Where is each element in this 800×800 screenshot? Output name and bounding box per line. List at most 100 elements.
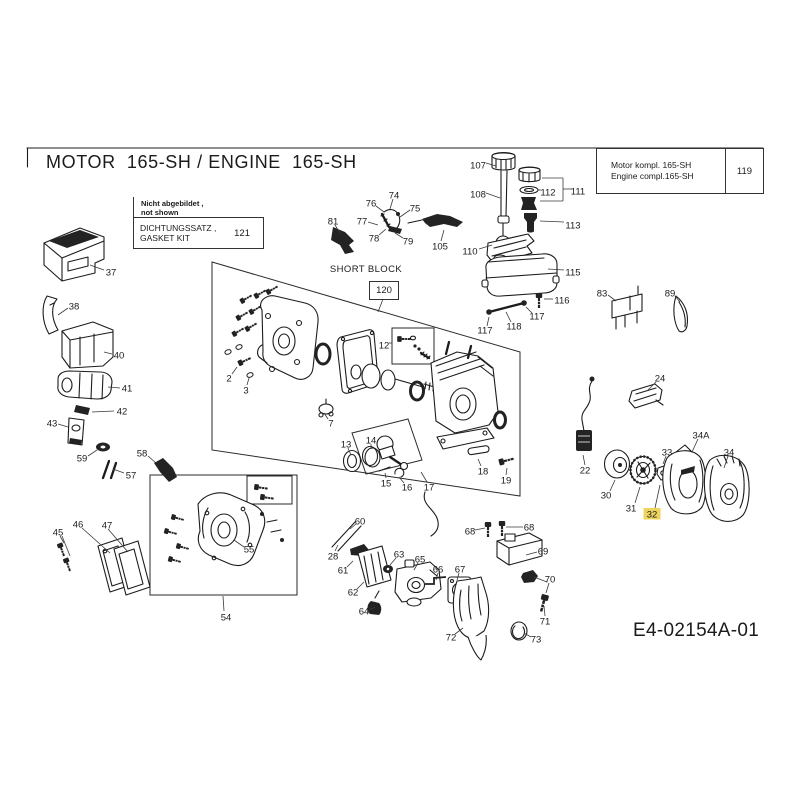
callout-7[interactable]: 7 bbox=[328, 419, 333, 430]
callout-77[interactable]: 77 bbox=[357, 217, 368, 228]
sketch-bolt-2 bbox=[236, 354, 253, 368]
callout-41[interactable]: 41 bbox=[122, 384, 133, 395]
sketch-governor-lever-74-79 bbox=[380, 209, 402, 234]
callout-105[interactable]: 105 bbox=[432, 242, 448, 253]
callout-34[interactable]: 34 bbox=[724, 448, 735, 459]
callout-14[interactable]: 14 bbox=[366, 436, 377, 447]
leader-line-31 bbox=[634, 486, 641, 504]
leader-line-115 bbox=[547, 268, 565, 271]
callout-17[interactable]: 17 bbox=[424, 483, 435, 494]
callout-42[interactable]: 42 bbox=[117, 407, 128, 418]
callout-3[interactable]: 3 bbox=[243, 386, 248, 397]
callout-46[interactable]: 46 bbox=[73, 520, 84, 531]
callout-28[interactable]: 28 bbox=[328, 552, 339, 563]
callout-115[interactable]: 115 bbox=[565, 268, 580, 279]
callout-24[interactable]: 24 bbox=[655, 374, 666, 385]
callout-117[interactable]: 117 bbox=[477, 326, 492, 337]
callout-79[interactable]: 79 bbox=[403, 237, 414, 248]
callout-75[interactable]: 75 bbox=[410, 204, 421, 215]
leader-line-32 bbox=[654, 484, 661, 509]
callout-33[interactable]: 33 bbox=[662, 448, 673, 459]
page-title: MOTOR 165-SH / ENGINE 165-SH bbox=[46, 152, 357, 172]
callout-40[interactable]: 40 bbox=[114, 351, 125, 362]
callout-111[interactable]: 111 bbox=[571, 187, 585, 198]
sketch-cover-40 bbox=[61, 321, 114, 369]
callout-60[interactable]: 60 bbox=[355, 517, 366, 528]
leader-line-42 bbox=[91, 410, 115, 413]
leader-line-30 bbox=[609, 479, 616, 492]
callout-37[interactable]: 37 bbox=[106, 268, 117, 279]
callout-116[interactable]: 116 bbox=[554, 296, 569, 307]
callout-18[interactable]: 18 bbox=[478, 467, 489, 478]
callout-113[interactable]: 113 bbox=[565, 221, 580, 232]
callout-45[interactable]: 45 bbox=[53, 528, 64, 539]
leader-line-74 bbox=[389, 198, 394, 210]
callout-69[interactable]: 69 bbox=[538, 547, 549, 558]
callout-55[interactable]: 55 bbox=[244, 545, 255, 556]
callout-65[interactable]: 65 bbox=[415, 555, 426, 566]
callout-89[interactable]: 89 bbox=[665, 289, 676, 300]
callout-43[interactable]: 43 bbox=[47, 419, 58, 430]
callout-61[interactable]: 61 bbox=[338, 566, 349, 577]
sketch-ratchet-31 bbox=[629, 455, 657, 485]
callout-54[interactable]: 54 bbox=[221, 613, 232, 624]
callout-81[interactable]: 81 bbox=[328, 217, 339, 228]
callout-68[interactable]: 68 bbox=[524, 523, 535, 534]
leader-line-81 bbox=[334, 224, 341, 234]
sketch-pin-18 bbox=[467, 445, 490, 456]
callout-71[interactable]: 71 bbox=[540, 617, 551, 628]
callout-74[interactable]: 74 bbox=[389, 191, 400, 202]
callout-34A[interactable]: 34A bbox=[693, 431, 711, 442]
callout-63[interactable]: 63 bbox=[394, 550, 405, 561]
callout-112[interactable]: 112 bbox=[540, 188, 555, 199]
leader-line-76 bbox=[375, 205, 385, 213]
callout-32[interactable]: 32 bbox=[647, 510, 658, 521]
callout-72[interactable]: 72 bbox=[446, 633, 457, 644]
callout-57[interactable]: 57 bbox=[126, 471, 137, 482]
leader-line-45 bbox=[59, 535, 65, 544]
callout-67[interactable]: 67 bbox=[455, 565, 466, 576]
callout-58[interactable]: 58 bbox=[137, 449, 148, 460]
callout-13[interactable]: 13 bbox=[341, 440, 352, 451]
callout-83[interactable]: 83 bbox=[597, 289, 608, 300]
callout-47[interactable]: 47 bbox=[102, 521, 113, 532]
callout-16[interactable]: 16 bbox=[402, 483, 413, 494]
callout-118[interactable]: 118 bbox=[506, 322, 521, 333]
callout-76[interactable]: 76 bbox=[366, 199, 377, 210]
leader-line-43 bbox=[57, 423, 69, 428]
callout-62[interactable]: 62 bbox=[348, 588, 359, 599]
callout-73[interactable]: 73 bbox=[531, 635, 542, 646]
leader-line-24 bbox=[646, 381, 657, 392]
gasket-kit-ref[interactable]: 121 bbox=[234, 227, 250, 239]
callout-68[interactable]: 68 bbox=[465, 527, 476, 538]
callout-117[interactable]: 117 bbox=[529, 312, 544, 323]
callout-108[interactable]: 108 bbox=[470, 190, 486, 201]
callout-2[interactable]: 2 bbox=[226, 374, 231, 385]
sketch-knob-73 bbox=[510, 621, 528, 641]
callout-64[interactable]: 64 bbox=[359, 607, 370, 618]
callout-59[interactable]: 59 bbox=[77, 454, 88, 465]
leader-line-28 bbox=[334, 544, 339, 552]
callout-15[interactable]: 15 bbox=[381, 479, 392, 490]
callout-30[interactable]: 30 bbox=[601, 491, 612, 502]
sketch-fuel-cap-107 bbox=[491, 151, 516, 171]
callout-12[interactable]: 12 bbox=[379, 341, 390, 352]
short-block-ref[interactable]: 120 bbox=[369, 281, 399, 300]
callout-31[interactable]: 31 bbox=[626, 504, 637, 515]
sketch-elbow-64 bbox=[367, 590, 382, 615]
sketch-hardware-12 bbox=[396, 335, 431, 360]
sketch-fitting-70 bbox=[521, 570, 538, 583]
callout-19[interactable]: 19 bbox=[501, 476, 512, 487]
callout-38[interactable]: 38 bbox=[69, 302, 80, 313]
callout-107[interactable]: 107 bbox=[470, 161, 486, 172]
gasket-kit-box: DICHTUNGSSATZ , GASKET KIT 121 bbox=[133, 217, 264, 249]
leader-line-41 bbox=[107, 386, 121, 389]
callout-78[interactable]: 78 bbox=[369, 234, 380, 245]
callout-70[interactable]: 70 bbox=[545, 575, 556, 586]
callout-22[interactable]: 22 bbox=[580, 466, 591, 477]
leader-line-105 bbox=[440, 229, 445, 242]
callout-110[interactable]: 110 bbox=[462, 247, 477, 258]
sketch-bracket-83 bbox=[611, 285, 643, 330]
engine-complete-ref[interactable]: 119 bbox=[736, 165, 753, 177]
callout-66[interactable]: 66 bbox=[433, 565, 444, 576]
